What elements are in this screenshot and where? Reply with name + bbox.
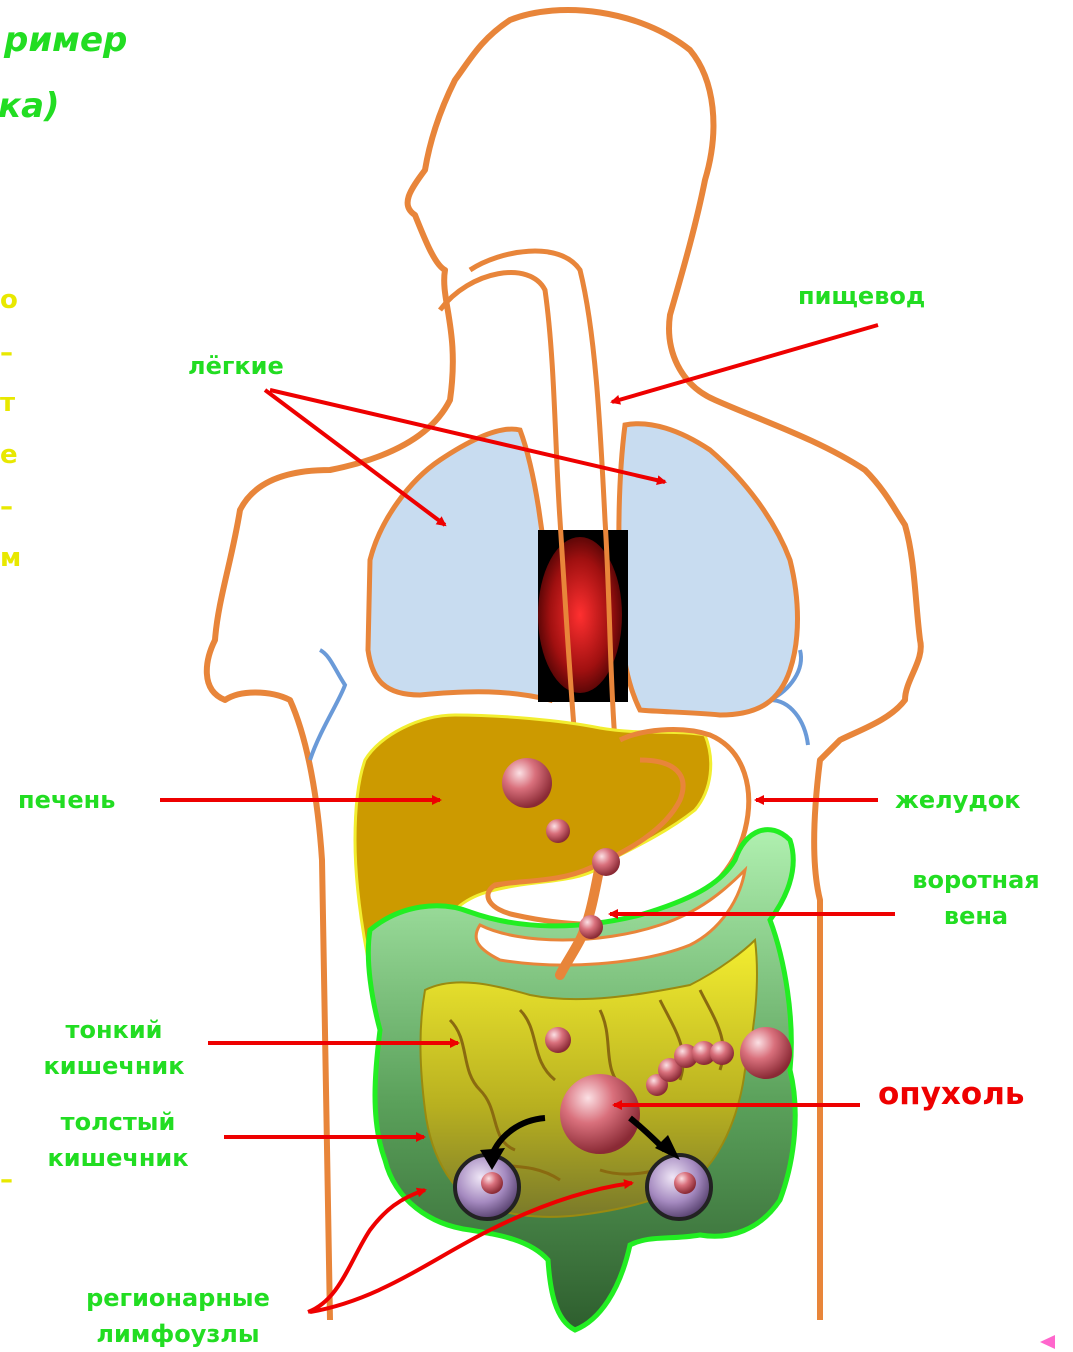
metastasis-small-liver: [546, 819, 570, 843]
title-line-1: ример: [4, 18, 127, 62]
tumor-primary: [560, 1074, 640, 1154]
vein-nodule-1: [592, 848, 620, 876]
label-small-intestine: тонкий кишечник: [28, 1012, 200, 1084]
label-lymph-nodes-line-1: регионарные: [60, 1280, 296, 1316]
left-fragment-5: –: [0, 492, 13, 522]
left-fragment-1: о: [0, 285, 18, 315]
label-lungs: лёгкие: [188, 348, 284, 384]
label-stomach: желудок: [895, 782, 1021, 818]
left-fragment-3: т: [0, 388, 15, 418]
label-lymph-nodes-line-2: лимфоузлы: [60, 1316, 296, 1352]
label-portal-vein: воротная вена: [895, 862, 1057, 934]
lymph-node-left-core: [481, 1172, 503, 1194]
tumor-secondary: [740, 1027, 792, 1079]
left-fragment-2: –: [0, 338, 13, 368]
label-liver: печень: [18, 782, 115, 818]
corner-decoration: [1040, 1335, 1055, 1349]
arrow-esophagus: [612, 325, 878, 402]
vein-nodule-2: [579, 915, 603, 939]
right-lung: [619, 424, 798, 715]
vein-nodule-3: [545, 1027, 571, 1053]
label-esophagus: пищевод: [798, 278, 925, 314]
label-lymph-nodes: регионарные лимфоузлы: [60, 1280, 296, 1352]
label-large-intestine-line-2: кишечник: [32, 1140, 204, 1176]
left-fragment-4: е: [0, 440, 18, 470]
left-fragment-7: –: [0, 1165, 13, 1195]
left-fragment-6: м: [0, 543, 21, 573]
label-small-intestine-line-2: кишечник: [28, 1048, 200, 1084]
left-lung: [368, 429, 553, 700]
tumor-chain-5: [710, 1041, 734, 1065]
metastasis-large-liver: [502, 758, 552, 808]
label-large-intestine: толстый кишечник: [32, 1104, 204, 1176]
label-large-intestine-line-1: толстый: [32, 1104, 204, 1140]
label-portal-vein-line-1: воротная: [895, 862, 1057, 898]
lymph-node-right-core: [674, 1172, 696, 1194]
label-tumor: опухоль: [878, 1076, 1025, 1112]
label-small-intestine-line-1: тонкий: [28, 1012, 200, 1048]
label-portal-vein-line-2: вена: [895, 898, 1057, 934]
left-clavicle-line: [310, 650, 345, 760]
title-line-2: ка): [0, 84, 60, 128]
